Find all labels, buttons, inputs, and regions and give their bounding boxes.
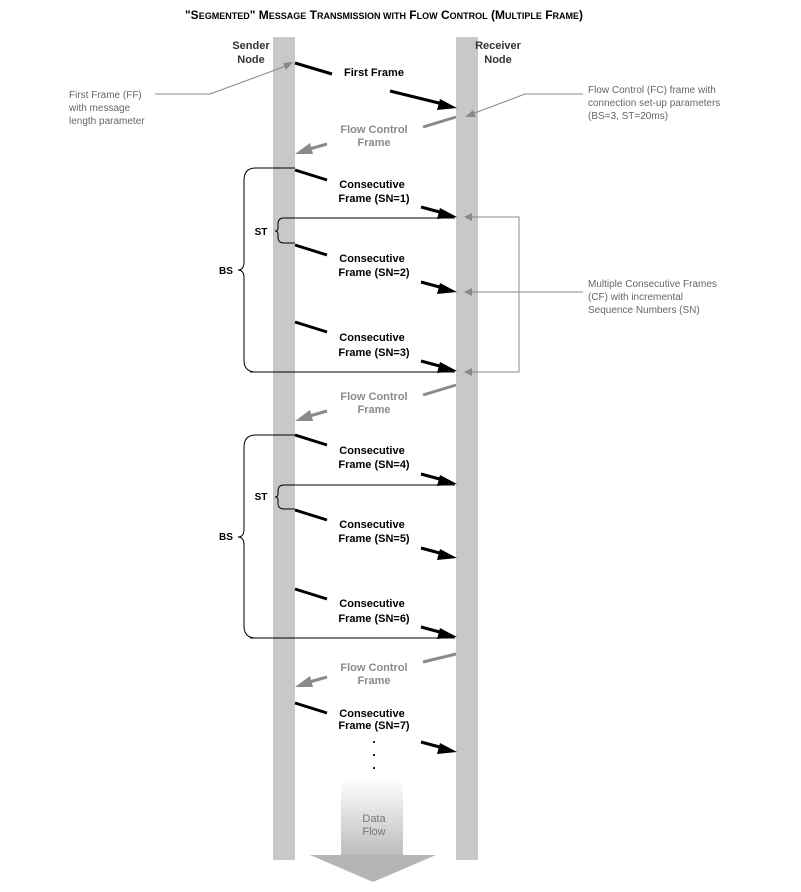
svg-text:Frame: Frame — [357, 404, 390, 416]
sender-node-label: Sender — [232, 40, 270, 52]
svg-text:Consecutive: Consecutive — [339, 253, 404, 265]
svg-text:.: . — [372, 744, 376, 759]
bs-bracket-1 — [237, 167, 295, 373]
svg-text:Consecutive: Consecutive — [339, 179, 404, 191]
annotation-flow-control: Flow Control (FC) frame with connection … — [465, 85, 720, 122]
svg-text:Frame (SN=5): Frame (SN=5) — [338, 533, 410, 545]
flow-control-frame-2: Flow Control Frame — [295, 383, 457, 421]
svg-text:Sequence Numbers (SN): Sequence Numbers (SN) — [588, 305, 700, 316]
consecutive-frame-sn7: Consecutive Frame (SN=7) — [294, 701, 457, 754]
svg-text:Flow Control: Flow Control — [340, 391, 407, 403]
consecutive-frame-sn6: Consecutive Frame (SN=6) — [294, 587, 457, 639]
svg-text:Flow Control: Flow Control — [340, 662, 407, 674]
svg-text:Frame (SN=1): Frame (SN=1) — [338, 193, 410, 205]
receiver-node-bar — [456, 37, 478, 860]
diagram-title: "SEGMENTED" MESSAGE TRANSMISSION WITH FL… — [185, 8, 583, 22]
continuation-ellipsis: . . . — [372, 731, 376, 772]
annotation-consecutive-frames: Multiple Consecutive Frames (CF) with in… — [464, 213, 717, 376]
st-label-2: ST — [255, 492, 268, 503]
fc1-label-line2: Frame — [357, 137, 390, 149]
consecutive-frame-sn4: Consecutive Frame (SN=4) — [294, 433, 457, 486]
svg-text:Frame (SN=3): Frame (SN=3) — [338, 347, 410, 359]
first-frame-label: First Frame — [344, 67, 404, 79]
flow-control-frame-3: Flow Control Frame — [295, 652, 457, 687]
svg-text:(BS=3, ST=20ms): (BS=3, ST=20ms) — [588, 111, 668, 122]
svg-text:First Frame (FF): First Frame (FF) — [69, 90, 142, 101]
consecutive-frame-sn3: Consecutive Frame (SN=3) — [294, 320, 457, 373]
svg-text:(CF) with incremental: (CF) with incremental — [588, 292, 683, 303]
svg-text:.: . — [372, 731, 376, 746]
st-label-1: ST — [255, 227, 268, 238]
consecutive-frame-sn2: Consecutive Frame (SN=2) — [294, 243, 457, 294]
data-flow-arrow: Data Flow — [310, 778, 436, 882]
svg-text:connection set-up parameters: connection set-up parameters — [588, 98, 720, 109]
consecutive-frame-sn5: Consecutive Frame (SN=5) — [294, 508, 457, 560]
svg-text:Frame: Frame — [357, 675, 390, 687]
receiver-node-label: Receiver — [475, 40, 522, 52]
svg-text:.: . — [372, 757, 376, 772]
st-bracket-2 — [274, 484, 295, 510]
data-flow-label-line1: Data — [362, 813, 386, 825]
receiver-node-label-line2: Node — [484, 54, 512, 66]
annotation-first-frame: First Frame (FF) with message length par… — [68, 62, 293, 127]
data-flow-label-line2: Flow — [362, 826, 385, 838]
svg-text:Consecutive: Consecutive — [339, 445, 404, 457]
flow-control-frame-1: Flow Control Frame — [295, 115, 457, 154]
svg-text:Consecutive: Consecutive — [339, 598, 404, 610]
sender-node-bar — [273, 37, 295, 860]
svg-text:Consecutive: Consecutive — [339, 708, 404, 720]
svg-text:Frame (SN=6): Frame (SN=6) — [338, 613, 410, 625]
bs-label-1: BS — [219, 266, 233, 277]
svg-text:Frame (SN=4): Frame (SN=4) — [338, 459, 410, 471]
svg-text:length parameter: length parameter — [69, 116, 145, 127]
svg-text:Multiple Consecutive Frames: Multiple Consecutive Frames — [588, 279, 717, 290]
fc1-label-line1: Flow Control — [340, 124, 407, 136]
svg-text:Flow Control (FC) frame with: Flow Control (FC) frame with — [588, 85, 716, 96]
svg-text:Frame (SN=7): Frame (SN=7) — [338, 720, 410, 732]
consecutive-frame-sn1: Consecutive Frame (SN=1) — [294, 168, 457, 219]
bs-bracket-2 — [237, 434, 295, 639]
sender-node-label-line2: Node — [237, 54, 265, 66]
bs-label-2: BS — [219, 532, 233, 543]
first-frame: First Frame — [294, 61, 457, 110]
svg-text:Frame (SN=2): Frame (SN=2) — [338, 267, 410, 279]
svg-text:Consecutive: Consecutive — [339, 332, 404, 344]
svg-text:Consecutive: Consecutive — [339, 519, 404, 531]
svg-text:with message: with message — [68, 103, 131, 114]
st-bracket-1 — [274, 217, 295, 244]
